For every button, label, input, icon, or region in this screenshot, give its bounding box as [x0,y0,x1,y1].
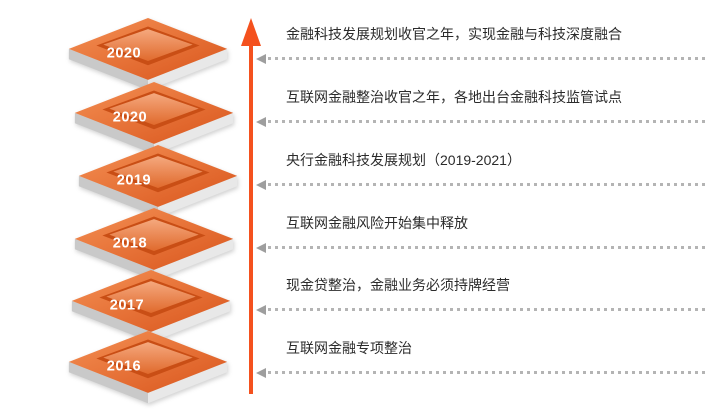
note-text: 金融科技发展规划收官之年，实现金融与科技深度融合 [286,26,622,42]
left-arrowhead-icon [256,368,266,378]
platform-right-edge [154,112,234,155]
dotted-leader [256,243,706,253]
left-arrowhead-icon [256,305,266,315]
dotted-line [268,57,706,60]
note-text: 现金贷整治，金融业务必须持牌经营 [286,277,510,293]
dotted-leader [256,368,706,378]
note-text: 互联网金融整治收官之年，各地出台金融科技监管试点 [286,89,622,105]
left-arrowhead-icon [256,180,266,190]
platform-right-edge [151,300,231,343]
platform-right-edge [148,361,228,404]
platform-plateau-top [109,219,199,251]
up-arrow-icon [241,18,261,394]
platform-2016: 2016 [62,317,234,409]
platform-left-edge [68,48,148,91]
timeline-row: 央行金融科技发展规划（2019-2021） [256,150,706,192]
timeline-row: 金融科技发展规划收官之年，实现金融与科技深度融合 [256,24,706,66]
platform-right-edge [148,48,228,91]
year-label: 2020 [107,46,141,62]
platform-2019: 2019 [72,131,244,226]
platform-2020-top: 2020 [62,4,234,99]
timeline-row: 互联网金融风险开始集中释放 [256,213,706,255]
dotted-line [268,120,706,123]
timeline-row: 现金贷整治，金融业务必须持牌经营 [256,275,706,317]
platform-left-edge [78,175,158,218]
year-label: 2018 [113,236,147,252]
dotted-line [268,246,706,249]
platform-right-edge [154,238,234,281]
platform-plateau-top [103,29,193,61]
dotted-leader [256,54,706,64]
timeline-row: 互联网金融整治收官之年，各地出台金融科技监管试点 [256,87,706,129]
dotted-leader [256,117,706,127]
platform-2020: 2020 [68,68,240,163]
note-text: 互联网金融专项整治 [286,340,412,356]
left-arrowhead-icon [256,54,266,64]
timeline-row: 互联网金融专项整治 [256,338,706,380]
note-text: 央行金融科技发展规划（2019-2021） [286,152,521,168]
left-arrowhead-icon [256,117,266,127]
platform-left-edge [71,300,151,343]
dotted-line [268,371,706,374]
platform-plateau-top [106,281,196,313]
left-arrowhead-icon [256,243,266,253]
platform-plateau-top [113,156,203,188]
dotted-leader [256,180,706,190]
platform-plateau-top [109,93,199,125]
dotted-line [268,308,706,311]
platform-2018: 2018 [68,194,240,289]
platform-left-edge [68,361,148,404]
year-label: 2016 [107,359,141,375]
platform-left-edge [74,238,154,281]
note-text: 互联网金融风险开始集中释放 [286,215,468,231]
year-label: 2020 [113,110,147,126]
year-label: 2017 [110,298,144,314]
platform-plateau-top [103,342,193,374]
dotted-line [268,183,706,186]
dotted-leader [256,305,706,315]
platform-left-edge [74,112,154,155]
platform-right-edge [158,175,238,218]
year-label: 2019 [117,173,151,189]
platform-2017: 2017 [65,256,237,351]
